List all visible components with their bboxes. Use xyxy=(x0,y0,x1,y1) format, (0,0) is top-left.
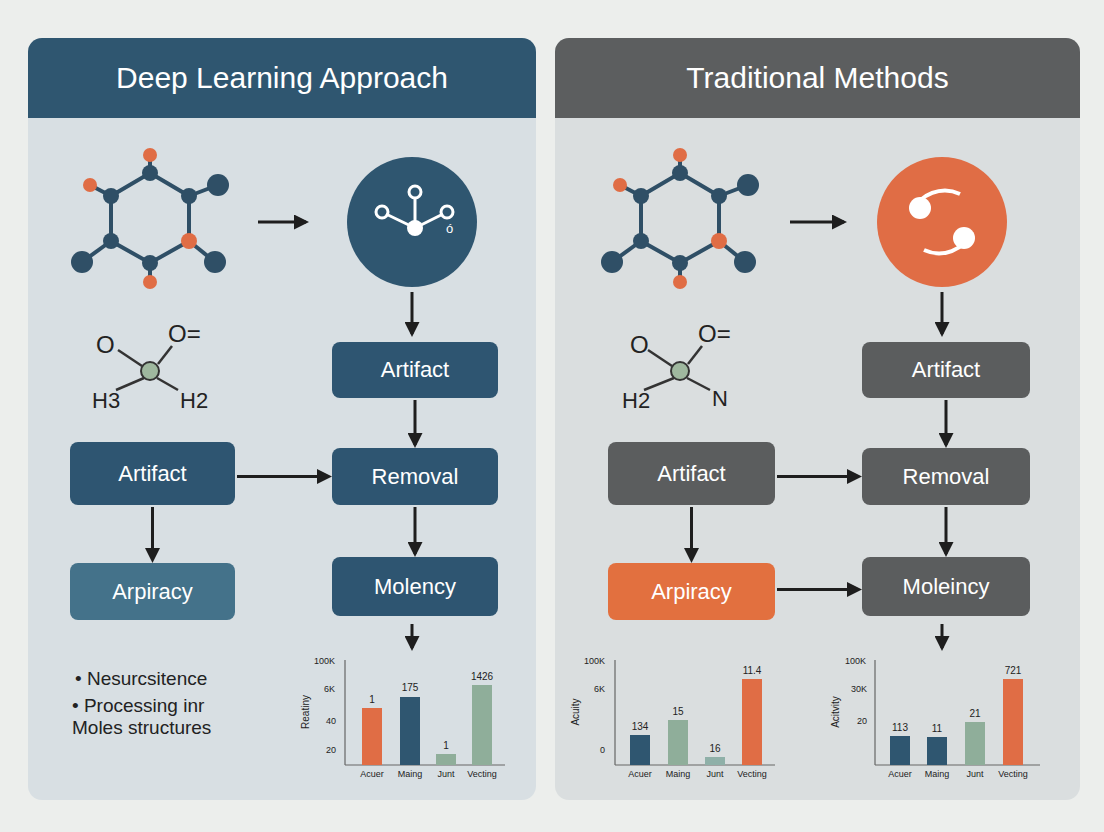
text-label: O xyxy=(96,331,115,359)
chart-label: 0 xyxy=(600,745,605,755)
icon-circle xyxy=(347,157,477,287)
box-label: Moleincy xyxy=(903,574,990,600)
panel-heading: Deep Learning Approach xyxy=(28,38,536,118)
chart-label: 11.4 xyxy=(743,665,762,677)
box-label: Removal xyxy=(372,464,459,490)
text-label: • Nesurcsitence xyxy=(75,668,207,690)
box-label: Artifact xyxy=(912,357,980,383)
chart-bars xyxy=(362,679,1023,765)
chart-label: Vecting xyxy=(998,769,1028,779)
chart-label: 30K xyxy=(851,684,867,694)
flow-arrow xyxy=(258,222,942,648)
flow-arrow xyxy=(945,507,948,554)
panel-ground xyxy=(28,38,536,800)
flow-arrow xyxy=(945,400,948,445)
chart-label: Acuer xyxy=(628,769,652,779)
chart-axes xyxy=(345,660,1040,765)
flow-arrow xyxy=(690,507,693,560)
chart-label: 20 xyxy=(857,716,867,726)
flow-arrow xyxy=(777,588,859,591)
text-label: H3 xyxy=(92,388,120,413)
process-box: Molency xyxy=(332,557,498,616)
chart-label: Junt xyxy=(706,769,723,779)
text-label: O= xyxy=(168,320,201,348)
molecule xyxy=(601,148,759,289)
text-label: ó xyxy=(446,222,453,237)
chart-label: 1426 xyxy=(471,671,493,683)
chart-label: 1 xyxy=(443,740,449,752)
process-box: Removal xyxy=(862,448,1030,505)
chart-label: 21 xyxy=(969,708,980,720)
box-label: Arpiracy xyxy=(112,579,193,605)
flow-arrow xyxy=(414,507,417,554)
chart-label: 15 xyxy=(672,706,683,718)
chart-label: Reatiny xyxy=(300,695,312,729)
process-box: Removal xyxy=(332,448,498,505)
chart-label: Maing xyxy=(925,769,950,779)
chart-label: 20 xyxy=(326,745,336,755)
chart-label: Acuity xyxy=(570,698,582,725)
panel: Traditional MethodsArtifactArtifactRemov… xyxy=(555,38,1080,800)
box-label: Arpiracy xyxy=(651,579,732,605)
flow-arrow xyxy=(237,475,329,478)
chart-label: 1 xyxy=(369,694,375,706)
chart-label: 100K xyxy=(845,656,866,666)
text-label: H2 xyxy=(622,388,650,413)
text-label: N xyxy=(712,386,728,411)
process-box: Artifact xyxy=(608,442,775,505)
chart-label: Junt xyxy=(437,769,454,779)
chart-label: 100K xyxy=(314,656,335,666)
process-box: Moleincy xyxy=(862,557,1030,616)
panel-ground xyxy=(555,38,1080,800)
process-box: Arpiracy xyxy=(608,563,775,620)
chart-label: 6K xyxy=(324,684,335,694)
box-label: Removal xyxy=(903,464,990,490)
flow-arrow xyxy=(777,475,859,478)
process-box: Artifact xyxy=(70,442,235,505)
chart-label: Maing xyxy=(398,769,423,779)
text-label: O xyxy=(630,331,649,359)
text-label: O= xyxy=(698,320,731,348)
chart-label: 100K xyxy=(584,656,605,666)
chart-label: Acitvity xyxy=(830,696,842,728)
chart-label: 6K xyxy=(594,684,605,694)
text-label: H2 xyxy=(180,388,208,413)
chart-label: Acuer xyxy=(360,769,384,779)
process-box: Artifact xyxy=(332,342,498,398)
chart-label: 40 xyxy=(326,716,336,726)
chart-label: 11 xyxy=(932,723,942,735)
chart-label: 721 xyxy=(1005,665,1022,677)
flow-arrow xyxy=(414,400,417,445)
panel-heading: Traditional Methods xyxy=(555,38,1080,118)
process-box: Arpiracy xyxy=(70,563,235,620)
icon-circle xyxy=(877,157,1007,287)
molecule xyxy=(71,148,229,289)
chart-label: Maing xyxy=(666,769,691,779)
chart-label: 134 xyxy=(632,721,649,733)
chart-label: 113 xyxy=(892,722,908,734)
chart-label: 175 xyxy=(402,682,419,694)
flow-arrow xyxy=(151,507,154,560)
chart-label: 16 xyxy=(709,743,720,755)
box-label: Artifact xyxy=(657,461,725,487)
process-box: Artifact xyxy=(862,342,1030,398)
chart-label: Vecting xyxy=(467,769,497,779)
text-label: • Processing inr Moles structures xyxy=(72,695,252,739)
box-label: Artifact xyxy=(118,461,186,487)
chart-label: Junt xyxy=(966,769,983,779)
chart-label: Acuer xyxy=(888,769,912,779)
box-label: Artifact xyxy=(381,357,449,383)
box-label: Molency xyxy=(374,574,456,600)
chart-label: Vecting xyxy=(737,769,767,779)
